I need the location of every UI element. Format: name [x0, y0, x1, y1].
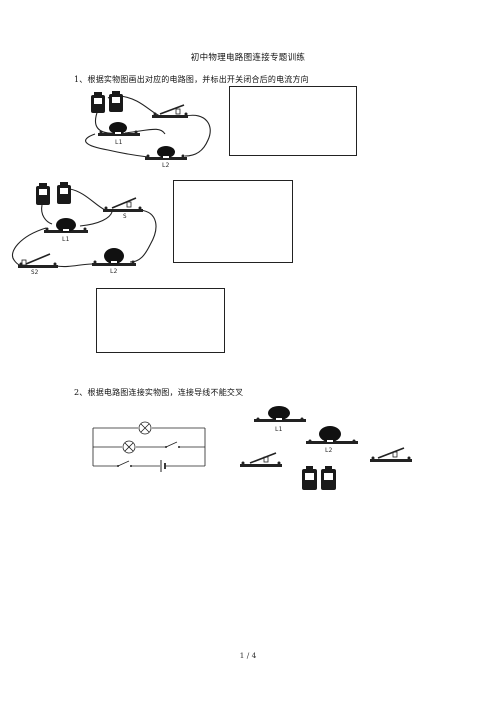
battery-icon	[302, 466, 317, 490]
label-L2: L2	[110, 268, 118, 275]
label-S2: S2	[31, 269, 39, 276]
wire	[79, 211, 113, 227]
lamp-symbol	[122, 440, 136, 454]
battery-icon	[57, 182, 71, 204]
page-number: 1 / 4	[239, 651, 257, 660]
label-L1: L1	[115, 139, 123, 146]
lamp-symbol	[138, 421, 152, 435]
answer-box-1[interactable]	[229, 86, 357, 156]
label-L1: L1	[62, 236, 70, 243]
answer-box-2[interactable]	[173, 180, 293, 263]
battery-icon	[109, 91, 123, 112]
wire	[129, 209, 157, 263]
wire	[41, 204, 53, 225]
answer-box-3[interactable]	[96, 288, 225, 353]
battery-icon	[36, 183, 50, 205]
wire	[69, 188, 106, 211]
wire	[124, 128, 166, 135]
wire	[55, 263, 93, 268]
question-1: 1、根据实物图画出对应的电路图，并标出开关闭合后的电流方向	[74, 75, 309, 84]
label-L1: L1	[275, 426, 283, 433]
page-title: 初中物理电路图连接专题训练	[190, 53, 306, 63]
battery-icon	[91, 92, 105, 113]
wire	[85, 133, 149, 158]
wire	[184, 114, 211, 157]
label-S: S	[123, 213, 127, 220]
wire	[119, 95, 161, 117]
question-2: 2、根据电路图连接实物图，连接导线不能交叉	[74, 388, 244, 397]
battery-icon	[321, 466, 336, 490]
battery-symbol	[160, 460, 166, 472]
label-L2: L2	[325, 447, 333, 454]
label-L2: L2	[162, 162, 170, 169]
